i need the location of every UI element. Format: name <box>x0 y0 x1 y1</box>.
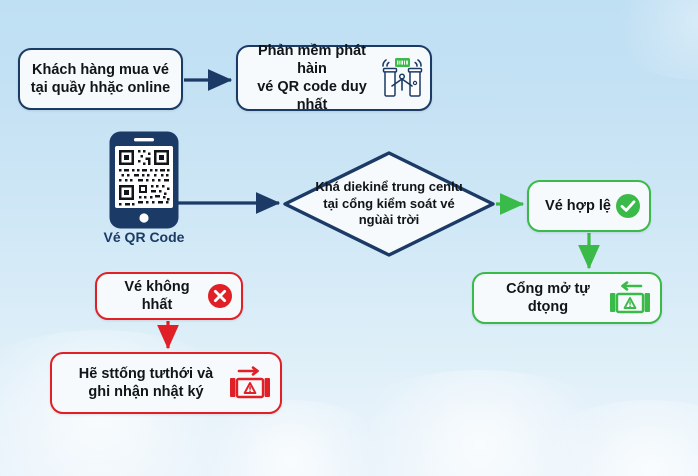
gate-open-left-arrow-icon <box>608 280 652 316</box>
decision-diamond-shape <box>283 151 495 257</box>
node-invalid-ticket-label: Vé không hhất <box>124 278 190 313</box>
node-gate-opens-automatically[interactable]: Cổng mở tự dtọng <box>472 272 662 324</box>
turnstile-gate-icon <box>376 52 428 104</box>
node-valid-ticket-label: Vé hợp lệ <box>545 197 611 214</box>
qr-code-phone-caption: Vé QR Code <box>103 229 185 245</box>
node-software-issue[interactable]: Phản mềm phát hàin vé QR code duy nhất <box>236 43 432 113</box>
node-purchase-ticket[interactable]: Khách hàng mua vé tại quầy hhặc online <box>18 48 183 110</box>
check-circle-icon <box>615 193 641 219</box>
qr-code-phone-icon <box>108 130 180 230</box>
node-system-alert-and-log[interactable]: Hẽ sttống tưthới và ghi nhận nhật ký <box>50 352 282 414</box>
node-check-ticket-at-gate[interactable] <box>283 152 495 256</box>
x-circle-icon <box>207 283 233 309</box>
node-gate-opens-automatically-label: Cổng mở tự dtọng <box>506 280 590 315</box>
gate-alert-right-arrow-icon <box>228 365 272 401</box>
node-valid-ticket[interactable]: Vé hợp lệ <box>527 180 651 232</box>
node-invalid-ticket[interactable]: Vé không hhất <box>95 272 243 320</box>
node-system-alert-and-log-label: Hẽ sttống tưthới và ghi nhận nhật ký <box>78 365 214 400</box>
node-purchase-ticket-label: Khách hàng mua vé tại quầy hhặc online <box>30 61 171 96</box>
node-software-issue-label: Phản mềm phát hàin vé QR code duy nhất <box>257 42 367 114</box>
